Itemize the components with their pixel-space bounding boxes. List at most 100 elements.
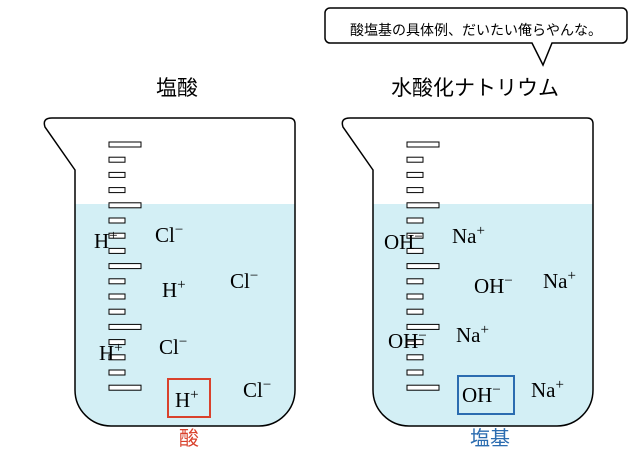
- ion-charge: +: [190, 387, 198, 403]
- ion-charge: +: [114, 340, 122, 356]
- scale-mark: [406, 156, 424, 163]
- scale-mark: [108, 293, 126, 300]
- scale-mark: [406, 278, 424, 285]
- beaker-hcl-ions: H+Cl−H+Cl−H+Cl−H+Cl−: [94, 222, 271, 412]
- beaker-hcl: H+Cl−H+Cl−H+Cl−H+Cl− 酸: [43, 117, 296, 450]
- ion-symbol: Cl: [155, 223, 175, 247]
- scale-mark: [108, 247, 126, 254]
- speech-bubble: 酸塩基の具体例、だいたい俺らやんな。: [324, 7, 628, 67]
- beaker-title-hcl: 塩酸: [156, 76, 198, 100]
- scale-mark: [108, 308, 126, 315]
- scale-mark: [406, 293, 424, 300]
- ion-charge: −: [263, 377, 271, 393]
- scale-mark: [108, 171, 126, 178]
- ion-charge: −: [414, 229, 422, 245]
- beaker-title-naoh: 水酸化ナトリウム: [391, 76, 559, 100]
- beaker-naoh: OH−Na+OH−Na+OH−Na+OH−Na+ 塩基: [341, 117, 594, 450]
- ion-symbol: H: [175, 388, 190, 412]
- ion-label: Na+: [543, 268, 576, 293]
- scale-mark: [406, 263, 440, 270]
- ion-charge: −: [175, 222, 183, 238]
- scale-mark: [108, 156, 126, 163]
- ion-symbol: H: [162, 278, 177, 302]
- ion-label: Cl−: [243, 377, 271, 402]
- ion-symbol: H: [99, 341, 114, 365]
- scale-mark: [406, 323, 440, 330]
- ion-symbol: Na: [452, 224, 477, 248]
- scale-mark: [108, 323, 142, 330]
- scale-mark: [108, 187, 126, 194]
- ion-symbol: OH: [388, 329, 418, 353]
- ion-symbol: OH: [474, 274, 504, 298]
- scale-mark: [108, 217, 126, 224]
- ion-label: OH−: [462, 382, 501, 407]
- scale-mark: [406, 247, 424, 254]
- ion-label: H+: [99, 340, 123, 365]
- ion-label: OH−: [384, 229, 423, 254]
- scale-mark: [406, 339, 424, 346]
- ion-symbol: Na: [531, 378, 556, 402]
- speech-bubble-shape: [324, 7, 628, 67]
- ion-symbol: OH: [462, 383, 492, 407]
- ion-charge: +: [109, 228, 117, 244]
- ion-symbol: Cl: [159, 335, 179, 359]
- beaker-naoh-water: [373, 204, 593, 426]
- ion-label: Na+: [452, 223, 485, 248]
- ion-label: Na+: [456, 322, 489, 347]
- ion-label: OH−: [474, 273, 513, 298]
- scale-mark: [108, 202, 142, 209]
- beaker-hcl-scale: [108, 141, 142, 391]
- scale-mark: [406, 354, 424, 361]
- scale-mark: [108, 278, 126, 285]
- ion-label: Cl−: [159, 334, 187, 359]
- scale-mark: [108, 354, 126, 361]
- ion-charge: −: [504, 273, 512, 289]
- ion-symbol: OH: [384, 230, 414, 254]
- scale-mark: [406, 369, 424, 376]
- scale-mark: [108, 339, 126, 346]
- ion-label: Cl−: [155, 222, 183, 247]
- ion-charge: +: [568, 268, 576, 284]
- ion-label: H+: [162, 277, 186, 302]
- ion-label: Cl−: [230, 268, 258, 293]
- ion-charge: −: [179, 334, 187, 350]
- scale-mark: [406, 141, 440, 148]
- ion-symbol: Na: [543, 269, 568, 293]
- ion-charge: −: [418, 328, 426, 344]
- beaker-hcl-outline: [43, 117, 296, 427]
- label-base: 塩基: [470, 426, 510, 450]
- ion-charge: +: [177, 277, 185, 293]
- highlight-box-acid: [167, 378, 211, 418]
- ion-charge: +: [477, 223, 485, 239]
- ion-symbol: H: [94, 229, 109, 253]
- highlight-box-base: [457, 375, 515, 415]
- scale-mark: [108, 263, 142, 270]
- ion-charge: +: [481, 322, 489, 338]
- ion-label: H+: [94, 228, 118, 253]
- ion-symbol: Cl: [230, 269, 250, 293]
- scale-mark: [108, 232, 126, 239]
- beaker-naoh-outline: [341, 117, 594, 427]
- ion-label: Na+: [531, 377, 564, 402]
- scale-mark: [406, 202, 440, 209]
- scale-mark: [108, 141, 142, 148]
- ion-charge: −: [250, 268, 258, 284]
- ion-label: H+: [175, 387, 199, 412]
- label-acid: 酸: [179, 426, 199, 450]
- ion-label: OH−: [388, 328, 427, 353]
- scale-mark: [406, 171, 424, 178]
- scale-mark: [406, 217, 424, 224]
- scale-mark: [406, 308, 424, 315]
- beaker-naoh-ions: OH−Na+OH−Na+OH−Na+OH−Na+: [384, 223, 576, 407]
- ion-charge: +: [556, 377, 564, 393]
- scale-mark: [406, 187, 424, 194]
- ion-symbol: Na: [456, 323, 481, 347]
- scale-mark: [108, 369, 126, 376]
- beaker-naoh-scale: [406, 141, 440, 391]
- speech-bubble-text: 酸塩基の具体例、だいたい俺らやんな。: [350, 22, 602, 39]
- scale-mark: [108, 384, 142, 391]
- scale-mark: [406, 384, 440, 391]
- ion-symbol: Cl: [243, 378, 263, 402]
- ion-charge: −: [492, 382, 500, 398]
